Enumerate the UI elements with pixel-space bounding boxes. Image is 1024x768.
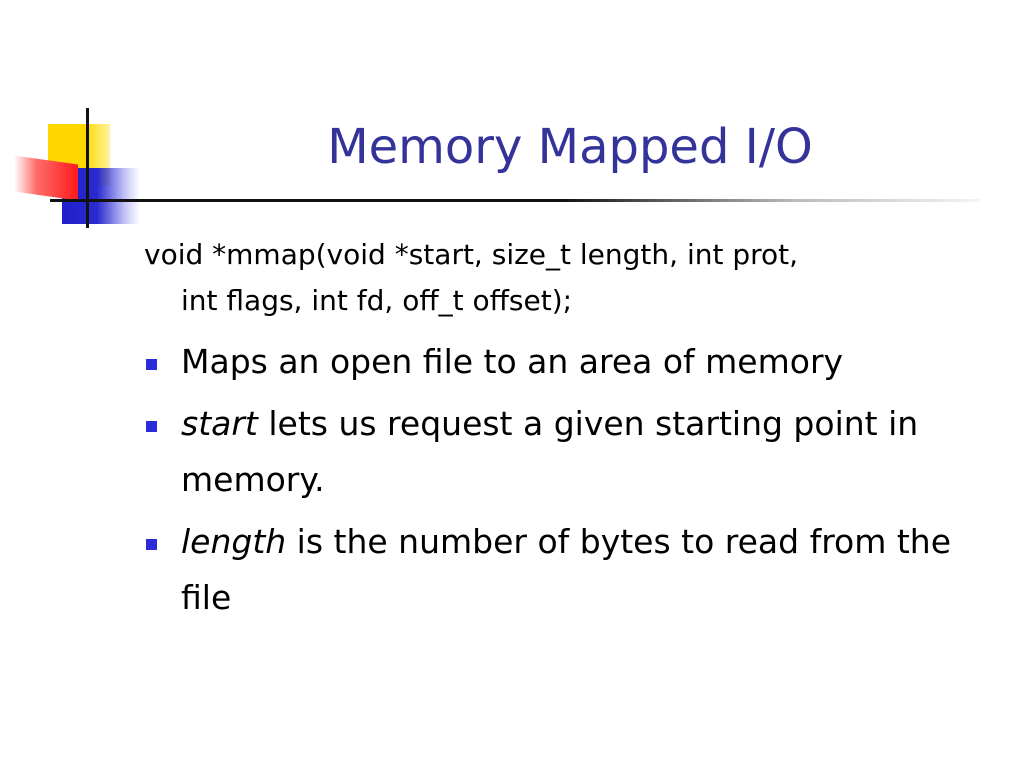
- red-square-decoration: [14, 155, 78, 201]
- list-item: start lets us request a given starting p…: [144, 396, 1004, 508]
- bullet-text: is the number of bytes to read from the …: [181, 522, 952, 617]
- bullet-text: lets us request a given starting point i…: [181, 404, 919, 499]
- list-item: length is the number of bytes to read fr…: [144, 514, 1004, 626]
- slide-title: Memory Mapped I/O: [327, 119, 813, 175]
- bullet-emphasis: start: [181, 404, 258, 443]
- mmap-signature: void *mmap(void *start, size_t length, i…: [144, 232, 1004, 324]
- bullet-marker-icon: [146, 539, 157, 550]
- signature-line-2: int flags, int fd, off_t offset);: [181, 284, 573, 317]
- bullet-marker-icon: [146, 421, 157, 432]
- bullet-emphasis: length: [181, 522, 287, 561]
- vertical-rule: [86, 108, 89, 228]
- bullet-text: Maps an open file to an area of memory: [181, 342, 844, 381]
- slide-body: void *mmap(void *start, size_t length, i…: [144, 232, 1004, 632]
- bullet-list: Maps an open file to an area of memory s…: [144, 334, 1004, 626]
- signature-line-1: void *mmap(void *start, size_t length, i…: [144, 238, 799, 271]
- decorative-logo: [0, 0, 200, 240]
- list-item: Maps an open file to an area of memory: [144, 334, 1004, 390]
- bullet-marker-icon: [146, 359, 157, 370]
- title-underline: [50, 199, 980, 202]
